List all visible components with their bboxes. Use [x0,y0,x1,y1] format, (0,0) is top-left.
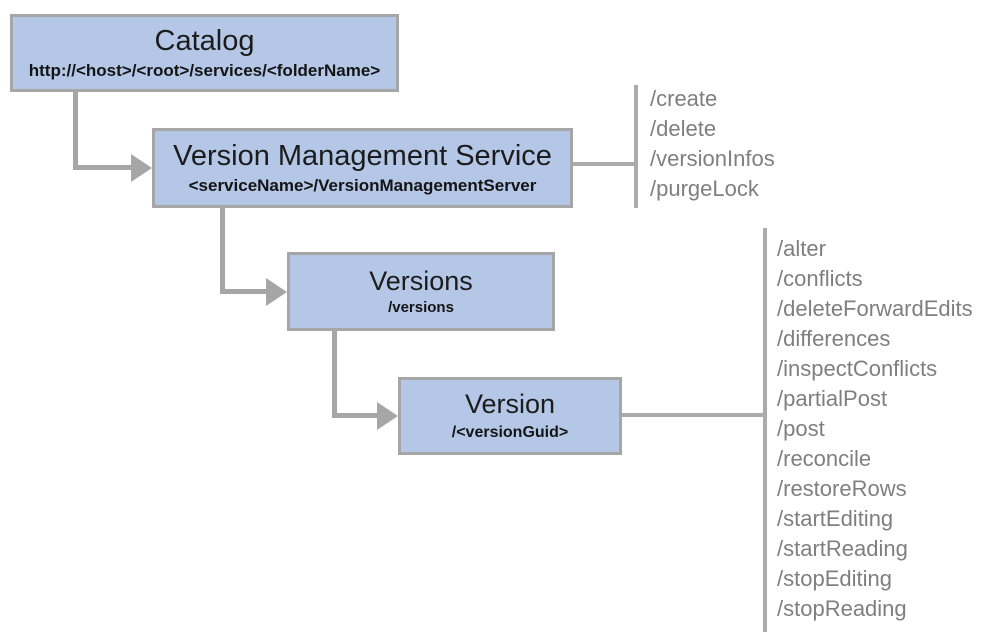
connector-catalog-vms-vertical [73,92,78,170]
op-item: /differences [777,326,891,351]
op-item: /startEditing [777,506,894,531]
arrowhead-icon [131,154,152,182]
op-item: /reconcile [777,446,872,471]
versions-path: /versions [388,298,454,316]
connector-versions-version-vertical [332,331,337,418]
op-item: /stopEditing [777,566,892,591]
vms-path: <serviceName>/VersionManagementServer [188,176,537,196]
op-item: /stopReading [777,596,907,621]
op-item: /partialPost [777,386,888,411]
vms-operations-list: /create /delete /versionInfos /purgeLock [650,84,775,204]
catalog-node: Catalog http://<host>/<root>/services/<f… [10,14,399,92]
vms-title: Version Management Service [173,139,552,172]
version-ops-bracket-line [763,228,767,632]
op-item: /purgeLock [650,176,759,201]
op-item: /delete [650,116,717,141]
op-item: /restoreRows [777,476,907,501]
op-item: /post [777,416,825,441]
versions-title: Versions [369,265,473,296]
version-ops-connector-line [622,413,765,417]
op-item: /create [650,86,718,111]
version-operations-list: /alter /conflicts /deleteForwardEdits /d… [777,234,973,624]
connector-vms-versions-horizontal [220,289,268,294]
op-item: /alter [777,236,826,261]
vms-ops-bracket-line [634,85,638,208]
version-title: Version [464,389,556,420]
catalog-url: http://<host>/<root>/services/<folderNam… [28,61,381,81]
version-path: /<versionGuid> [451,423,569,441]
connector-vms-versions-vertical [220,208,225,294]
connector-versions-version-horizontal [332,413,379,418]
op-item: /versionInfos [650,146,775,171]
op-item: /deleteForwardEdits [777,296,973,321]
op-item: /conflicts [777,266,863,291]
op-item: /startReading [777,536,908,561]
arrowhead-icon [377,402,398,430]
versions-node: Versions /versions [287,252,555,331]
catalog-title: Catalog [154,24,255,57]
arrowhead-icon [266,278,287,306]
connector-catalog-vms-horizontal [73,165,133,170]
version-node: Version /<versionGuid> [398,377,622,455]
vms-ops-connector-line [573,162,637,166]
op-item: /inspectConflicts [777,356,938,381]
version-management-service-node: Version Management Service <serviceName>… [152,128,573,208]
